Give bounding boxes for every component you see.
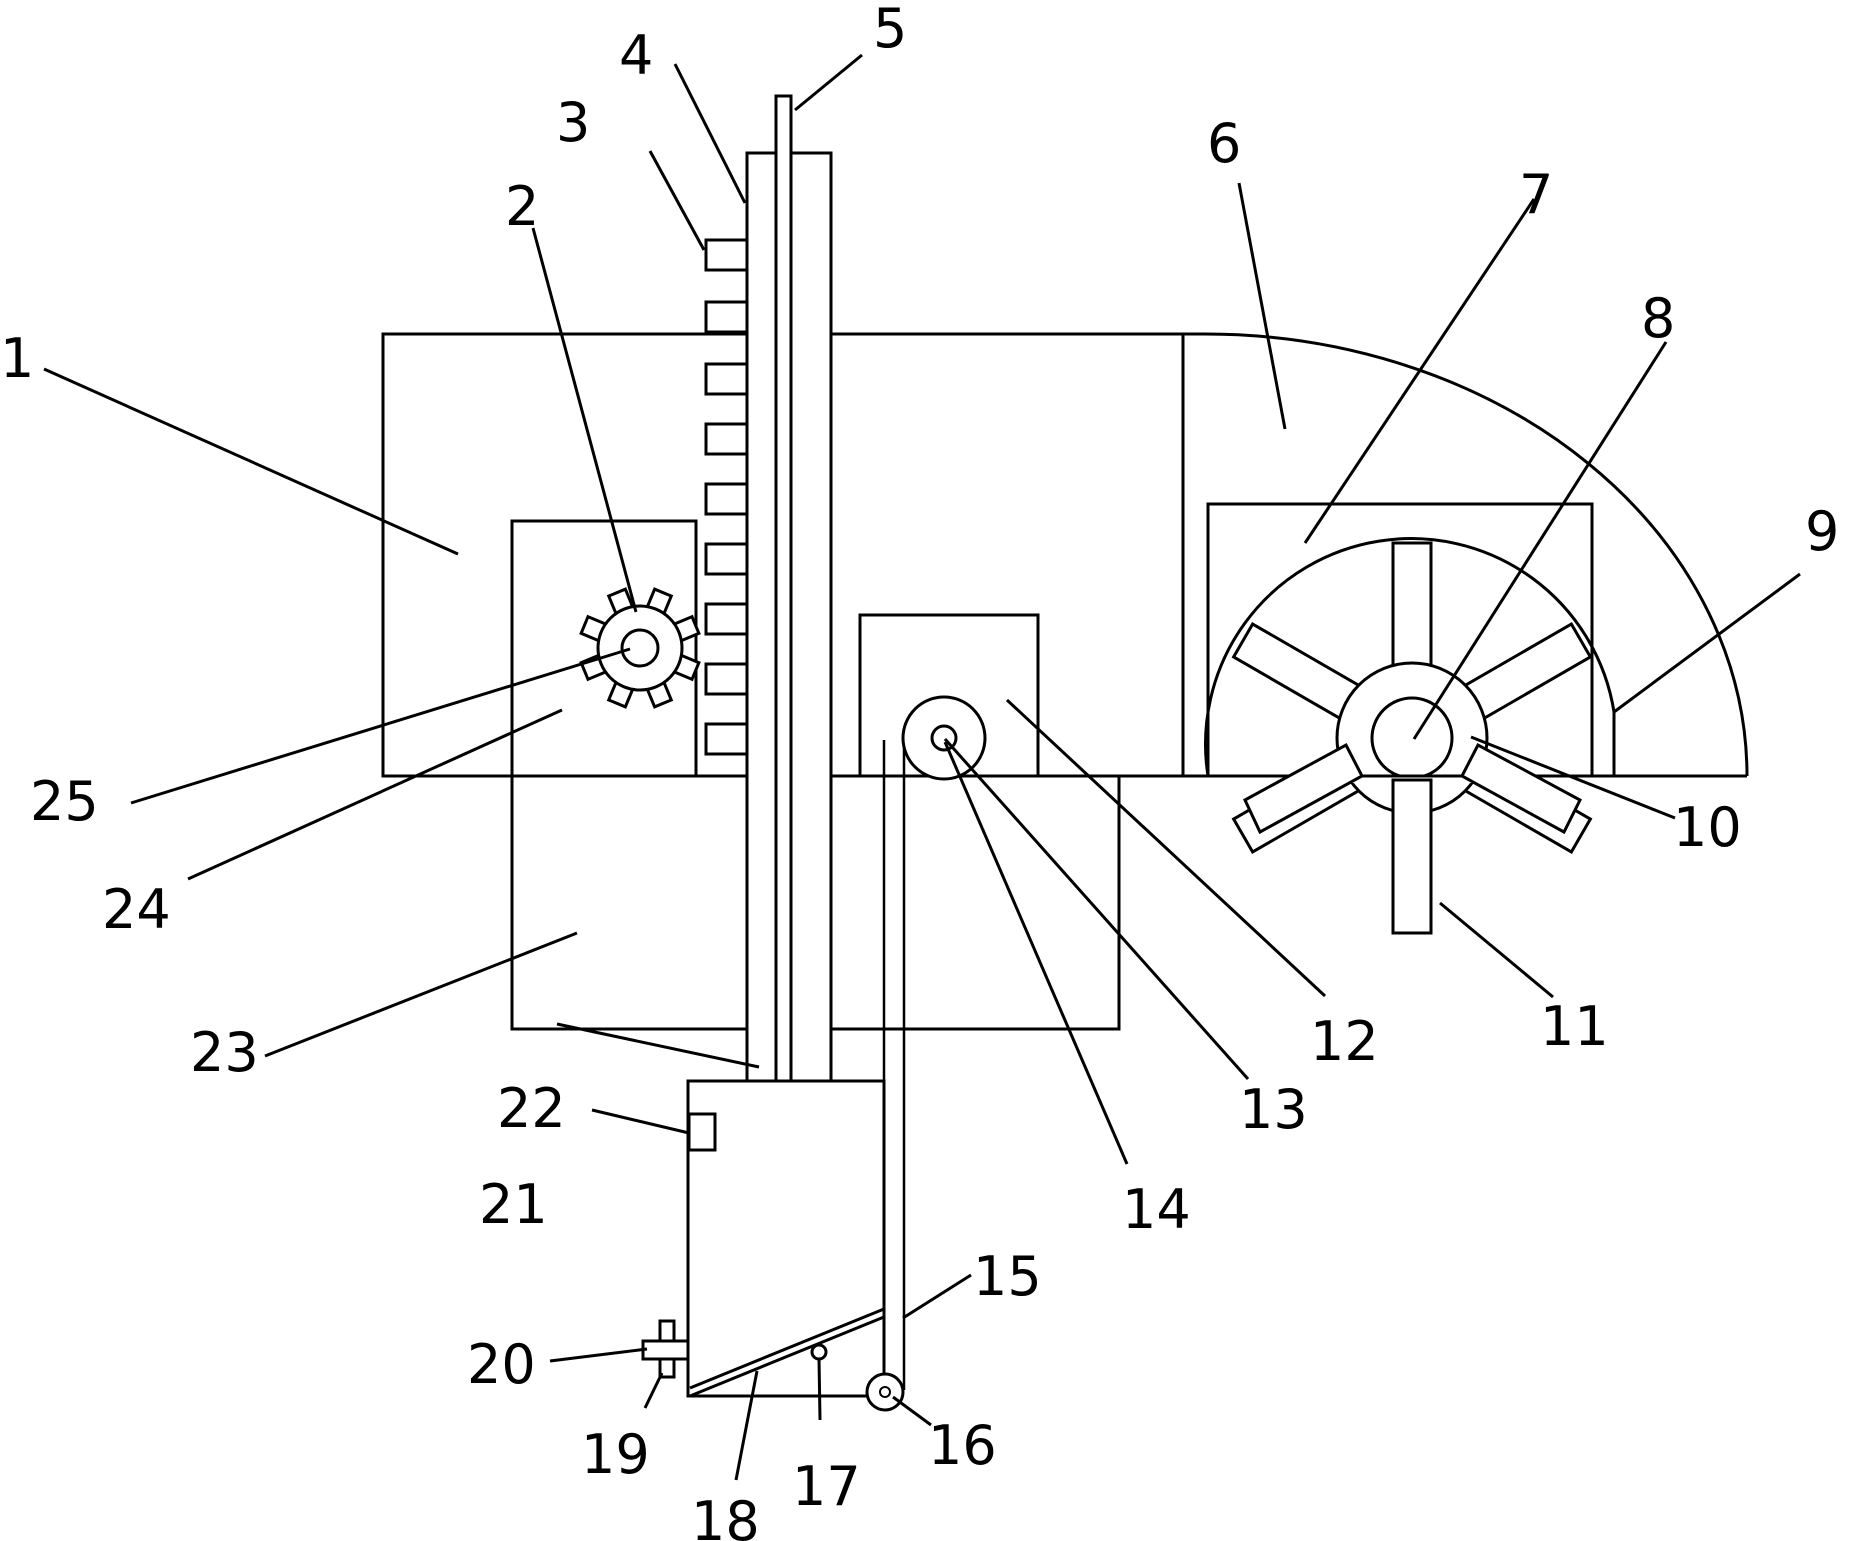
part-25-gear-shaft bbox=[620, 628, 660, 668]
part-21-hopper bbox=[686, 1079, 886, 1398]
label-3: 3 bbox=[556, 91, 590, 154]
label-16: 16 bbox=[928, 1414, 997, 1477]
part-5-lifting-rod bbox=[774, 94, 793, 1083]
label-2: 2 bbox=[505, 175, 539, 238]
label-23: 23 bbox=[190, 1021, 259, 1084]
label-18: 18 bbox=[691, 1490, 760, 1541]
part-19-20-valve bbox=[641, 1319, 690, 1379]
part-8-fan-shaft bbox=[1370, 696, 1454, 780]
label-5: 5 bbox=[873, 0, 907, 60]
label-8: 8 bbox=[1641, 287, 1675, 350]
label-9: 9 bbox=[1805, 500, 1839, 563]
fan-blades-lower bbox=[1243, 742, 1582, 935]
fan-shroud-arc bbox=[1204, 537, 1616, 777]
part-18-sieve-plate bbox=[689, 1307, 885, 1398]
label-14: 14 bbox=[1122, 1178, 1191, 1241]
label-20: 20 bbox=[467, 1333, 536, 1396]
label-19: 19 bbox=[581, 1423, 650, 1486]
leader-lines bbox=[43, 53, 1801, 1481]
label-24: 24 bbox=[102, 878, 171, 941]
label-10: 10 bbox=[1673, 796, 1742, 859]
part-3-rack-teeth bbox=[704, 238, 749, 756]
label-25: 25 bbox=[30, 770, 99, 833]
label-22: 22 bbox=[497, 1077, 566, 1140]
label-1: 1 bbox=[0, 327, 34, 390]
label-6: 6 bbox=[1207, 112, 1241, 175]
label-4: 4 bbox=[619, 24, 653, 87]
part-22-sensor bbox=[687, 1112, 717, 1152]
part-17-pivot bbox=[810, 1343, 828, 1361]
label-13: 13 bbox=[1239, 1078, 1308, 1141]
part-16-lower-pulley bbox=[865, 1372, 905, 1412]
label-7: 7 bbox=[1519, 163, 1553, 226]
label-15: 15 bbox=[973, 1245, 1042, 1308]
label-11: 11 bbox=[1540, 995, 1609, 1058]
label-17: 17 bbox=[792, 1455, 861, 1518]
label-21: 21 bbox=[479, 1173, 548, 1236]
label-12: 12 bbox=[1310, 1010, 1379, 1073]
